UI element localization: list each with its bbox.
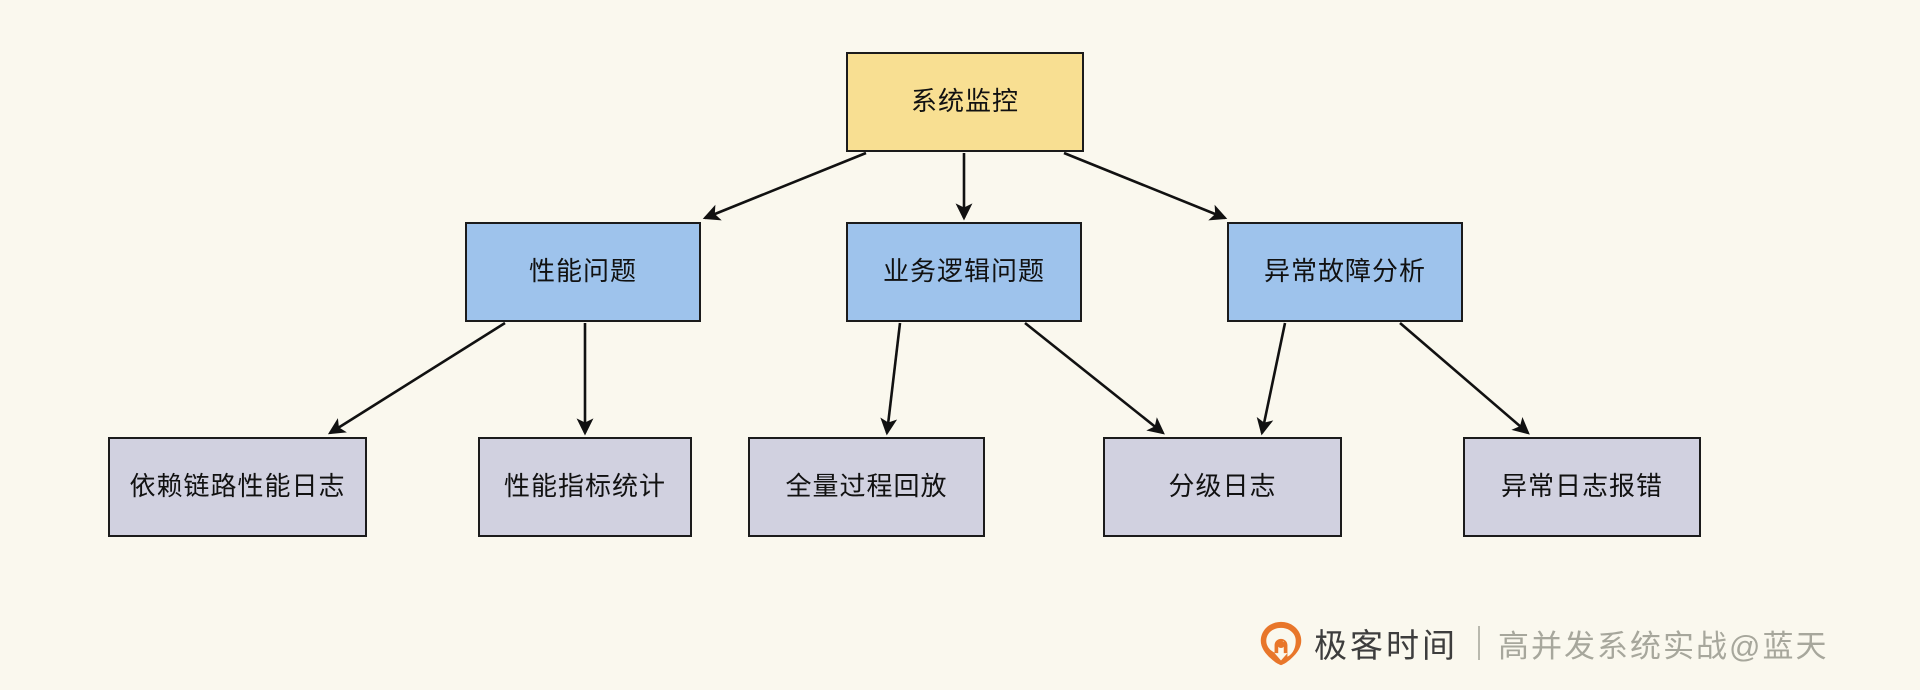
node-biz[interactable]: 业务逻辑问题 (846, 222, 1082, 322)
node-label: 异常故障分析 (1263, 256, 1426, 287)
watermark: 极客时间 高并发系统实战@蓝天 (1258, 614, 1828, 672)
watermark-brand: 极客时间 (1314, 627, 1458, 664)
node-label: 性能问题 (528, 256, 637, 287)
geektime-pin-icon (1260, 621, 1302, 666)
node-leaf2[interactable]: 性能指标统计 (478, 437, 692, 537)
node-label: 依赖链路性能日志 (129, 471, 346, 502)
watermark-course: 高并发系统实战@蓝天 (1498, 628, 1829, 664)
node-fault[interactable]: 异常故障分析 (1227, 222, 1463, 322)
node-label: 性能指标统计 (503, 471, 666, 502)
edge-fault-to-leaf5 (1399, 322, 1530, 435)
node-label: 分级日志 (1168, 471, 1277, 502)
node-leaf4[interactable]: 分级日志 (1103, 437, 1342, 537)
node-label: 系统监控 (910, 86, 1019, 117)
node-leaf5[interactable]: 异常日志报错 (1463, 437, 1701, 537)
node-leaf3[interactable]: 全量过程回放 (748, 437, 985, 537)
edge-perf-to-leaf1 (327, 321, 506, 435)
node-label: 异常日志报错 (1500, 471, 1663, 502)
node-label: 业务逻辑问题 (882, 256, 1045, 287)
node-leaf1[interactable]: 依赖链路性能日志 (108, 437, 367, 537)
edge-fault-to-leaf4 (1256, 322, 1287, 436)
edge-biz-to-leaf4 (1024, 321, 1165, 435)
node-label: 全量过程回放 (785, 471, 948, 502)
watermark-divider (1478, 626, 1480, 660)
edge-root-to-perf (702, 151, 867, 221)
edge-root-to-fault (1063, 151, 1228, 221)
node-perf[interactable]: 性能问题 (465, 222, 701, 322)
node-root[interactable]: 系统监控 (846, 52, 1084, 152)
edge-biz-to-leaf3 (880, 322, 902, 436)
